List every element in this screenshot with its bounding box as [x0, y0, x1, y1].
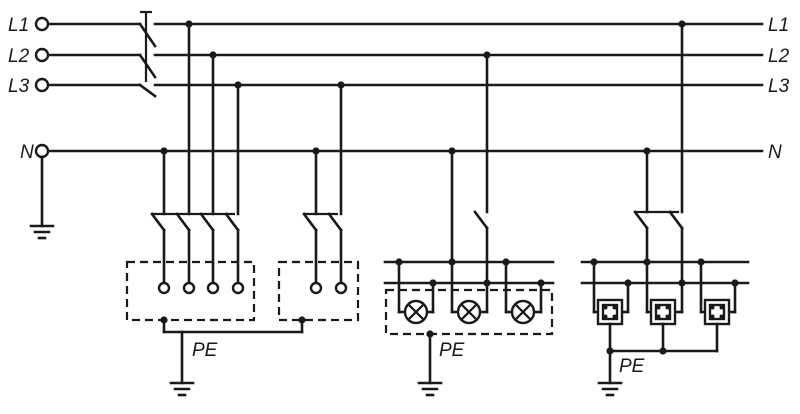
- source-ground-icon: [29, 155, 55, 240]
- terminal-n: [34, 143, 50, 159]
- pe-label-1: PE: [192, 340, 218, 361]
- label-l1-right: L1: [768, 15, 789, 36]
- label-l2-right: L2: [768, 46, 790, 67]
- lamp-icon: [510, 299, 536, 325]
- label-l1-left: L1: [8, 15, 29, 36]
- lamp-icon: [456, 299, 482, 325]
- supply-bus: [46, 22, 764, 153]
- enclosure-four-pole: [125, 260, 256, 322]
- pe-connection-3: [597, 349, 623, 397]
- ground-icon-1: [169, 381, 195, 397]
- label-l2-left: L2: [8, 46, 30, 67]
- label-n-left: N: [20, 142, 34, 163]
- socket-icon: [703, 298, 731, 326]
- load-lamps: [383, 51, 555, 336]
- load-four-pole: [125, 20, 256, 322]
- lamp-icon: [403, 299, 429, 325]
- terminal-l2: [34, 47, 50, 63]
- ground-icon-3: [597, 381, 623, 397]
- ground-icon-2: [417, 381, 443, 397]
- terminal-l1: [34, 16, 50, 32]
- label-n-right: N: [768, 142, 782, 163]
- load-two-pole: [277, 81, 360, 322]
- pe-connection-1: [160, 316, 306, 397]
- socket-icon: [596, 298, 624, 326]
- label-l3-left: L3: [8, 76, 30, 97]
- enclosure-lamps: [384, 288, 554, 336]
- main-switch: [138, 10, 157, 98]
- load-sockets: [580, 20, 750, 355]
- socket-icon: [649, 298, 677, 326]
- terminal-l3: [34, 77, 50, 93]
- pe-connection-2: [417, 330, 443, 397]
- label-l3-right: L3: [768, 76, 790, 97]
- pe-label-3: PE: [619, 356, 645, 377]
- enclosure-two-pole: [277, 260, 360, 322]
- pe-label-2: PE: [439, 340, 465, 361]
